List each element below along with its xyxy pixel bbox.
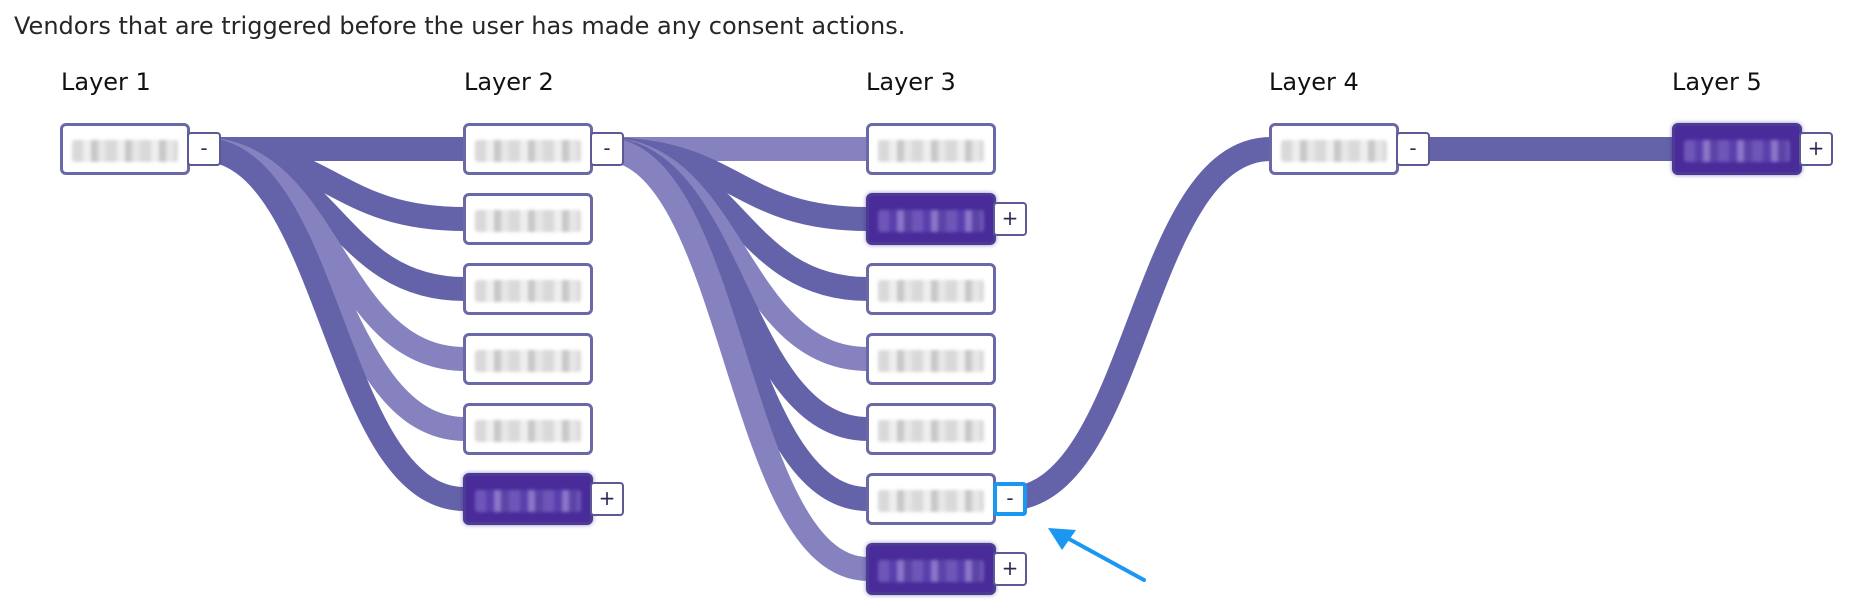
pointer-arrow-icon <box>1048 528 1146 582</box>
redacted-vendor-name <box>475 350 581 372</box>
expand-node-button[interactable]: + <box>993 202 1027 236</box>
redacted-vendor-name <box>878 350 984 372</box>
expand-node-button[interactable]: + <box>1799 132 1833 166</box>
vendor-link <box>199 137 466 511</box>
layer-title: Layer 1 <box>61 68 151 96</box>
layer-title: Layer 2 <box>464 68 554 96</box>
layer-title: Layer 3 <box>866 68 956 96</box>
redacted-vendor-name <box>878 210 984 232</box>
redacted-vendor-name <box>1281 140 1387 162</box>
collapse-node-button[interactable]: - <box>1396 132 1430 166</box>
collapse-node-button[interactable]: - <box>590 132 624 166</box>
vendor-node[interactable] <box>60 123 190 175</box>
vendor-node[interactable] <box>463 473 593 525</box>
vendor-node[interactable] <box>463 333 593 385</box>
collapse-node-button[interactable]: - <box>993 482 1027 516</box>
redacted-vendor-name <box>475 280 581 302</box>
vendor-node[interactable] <box>866 193 996 245</box>
vendor-node[interactable] <box>463 403 593 455</box>
vendor-node[interactable] <box>866 403 996 455</box>
vendor-node[interactable] <box>866 123 996 175</box>
layer-title: Layer 5 <box>1672 68 1762 96</box>
vendor-node[interactable] <box>866 263 996 315</box>
redacted-vendor-name <box>878 420 984 442</box>
redacted-vendor-name <box>475 490 581 512</box>
vendor-node[interactable] <box>1672 123 1802 175</box>
expand-node-button[interactable]: + <box>590 482 624 516</box>
redacted-vendor-name <box>475 420 581 442</box>
redacted-vendor-name <box>475 210 581 232</box>
vendor-link <box>1005 137 1272 511</box>
redacted-vendor-name <box>878 280 984 302</box>
layer-title: Layer 4 <box>1269 68 1359 96</box>
expand-node-button[interactable]: + <box>993 552 1027 586</box>
vendor-node[interactable] <box>866 543 996 595</box>
redacted-vendor-name <box>878 560 984 582</box>
vendor-node[interactable] <box>463 263 593 315</box>
vendor-node[interactable] <box>866 473 996 525</box>
redacted-vendor-name <box>475 140 581 162</box>
redacted-vendor-name <box>878 490 984 512</box>
vendor-node[interactable] <box>866 333 996 385</box>
vendor-node[interactable] <box>1269 123 1399 175</box>
vendor-node[interactable] <box>463 123 593 175</box>
redacted-vendor-name <box>1684 140 1790 162</box>
redacted-vendor-name <box>72 140 178 162</box>
redacted-vendor-name <box>878 140 984 162</box>
collapse-node-button[interactable]: - <box>187 132 221 166</box>
graph-description: Vendors that are triggered before the us… <box>14 12 906 40</box>
vendor-link <box>601 137 870 581</box>
vendor-node[interactable] <box>463 193 593 245</box>
